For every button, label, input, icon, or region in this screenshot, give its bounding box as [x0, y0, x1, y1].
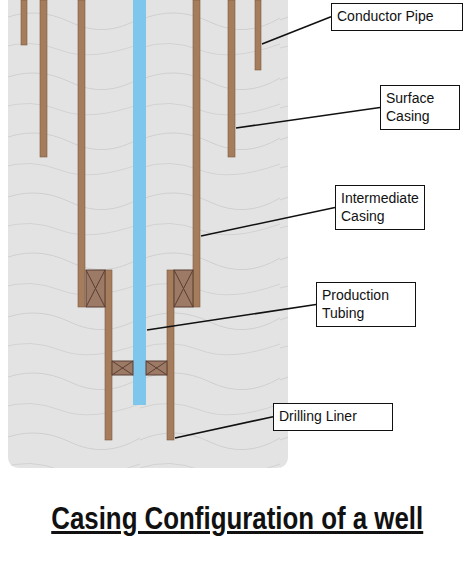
liner-hanger	[86, 270, 193, 307]
formation-ground	[8, 0, 288, 468]
label-text: Conductor Pipe	[337, 8, 457, 26]
leader-line	[147, 305, 316, 331]
intermediate-casing	[78, 0, 85, 307]
leader-line	[262, 17, 331, 44]
conductor-pipe	[255, 0, 261, 70]
intermediate-casing	[193, 0, 200, 307]
production-packer	[112, 361, 167, 375]
production-tubing	[133, 0, 146, 405]
leader-line	[201, 208, 335, 237]
diagram-title: Casing Configuration of a well	[51, 500, 423, 537]
label-text: Intermediate Casing	[341, 190, 419, 225]
leader-line	[175, 417, 273, 438]
label-box: Production Tubing	[316, 282, 416, 327]
label-box: Surface Casing	[380, 85, 460, 130]
label-text: Surface Casing	[386, 90, 454, 125]
formation-texture	[8, 0, 288, 468]
label-box: Conductor Pipe	[331, 3, 463, 31]
label-box: Intermediate Casing	[335, 185, 425, 230]
drilling-liner	[105, 270, 112, 440]
label-box: Drilling Liner	[273, 403, 393, 431]
conductor-pipe	[21, 0, 27, 45]
leader-line	[236, 108, 380, 129]
label-text: Drilling Liner	[279, 408, 387, 426]
drilling-liner	[167, 270, 174, 440]
label-text: Production Tubing	[322, 287, 410, 322]
surface-casing	[40, 0, 47, 157]
surface-casing	[228, 0, 235, 157]
title-row: Casing Configuration of a well	[0, 500, 474, 537]
